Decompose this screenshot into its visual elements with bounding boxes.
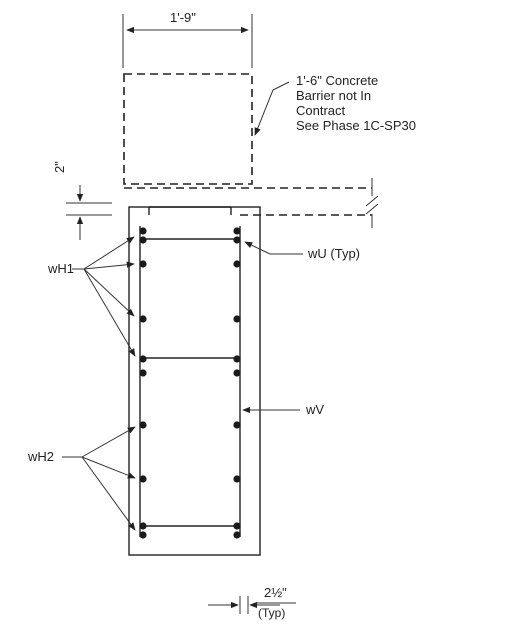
offset-dimension-label: 2" — [52, 161, 67, 173]
wh1-label: wH1 — [47, 261, 74, 276]
u-bar-ties — [143, 238, 238, 527]
wh2-callout: wH2 — [27, 426, 136, 531]
concrete-barrier-outline — [123, 73, 379, 228]
wu-label: wU (Typ) — [307, 246, 360, 261]
cover-dimension: 2½" (Typ) — [208, 585, 296, 620]
cover-dimension-note: (Typ) — [258, 606, 285, 620]
wv-label: wV — [305, 402, 324, 417]
wu-callout: wU (Typ) — [244, 241, 360, 261]
wv-callout: wV — [242, 402, 324, 417]
offset-dimension: 2" — [52, 161, 112, 240]
barrier-note: 1'-6" Concrete Barrier not In Contract S… — [254, 73, 416, 136]
wh2-label: wH2 — [27, 449, 54, 464]
top-dimension: 1'-9" — [122, 10, 253, 68]
cover-dimension-value: 2½" — [264, 585, 287, 600]
right-face-bars — [233, 227, 241, 539]
barrier-note-text: 1'-6" Concrete Barrier not In Contract S… — [296, 73, 416, 133]
wall-section — [128, 206, 261, 556]
left-face-bars — [139, 227, 147, 539]
vertical-bars — [139, 226, 241, 537]
wh1-callout: wH1 — [47, 236, 136, 357]
top-dimension-label: 1'-9" — [170, 10, 196, 25]
